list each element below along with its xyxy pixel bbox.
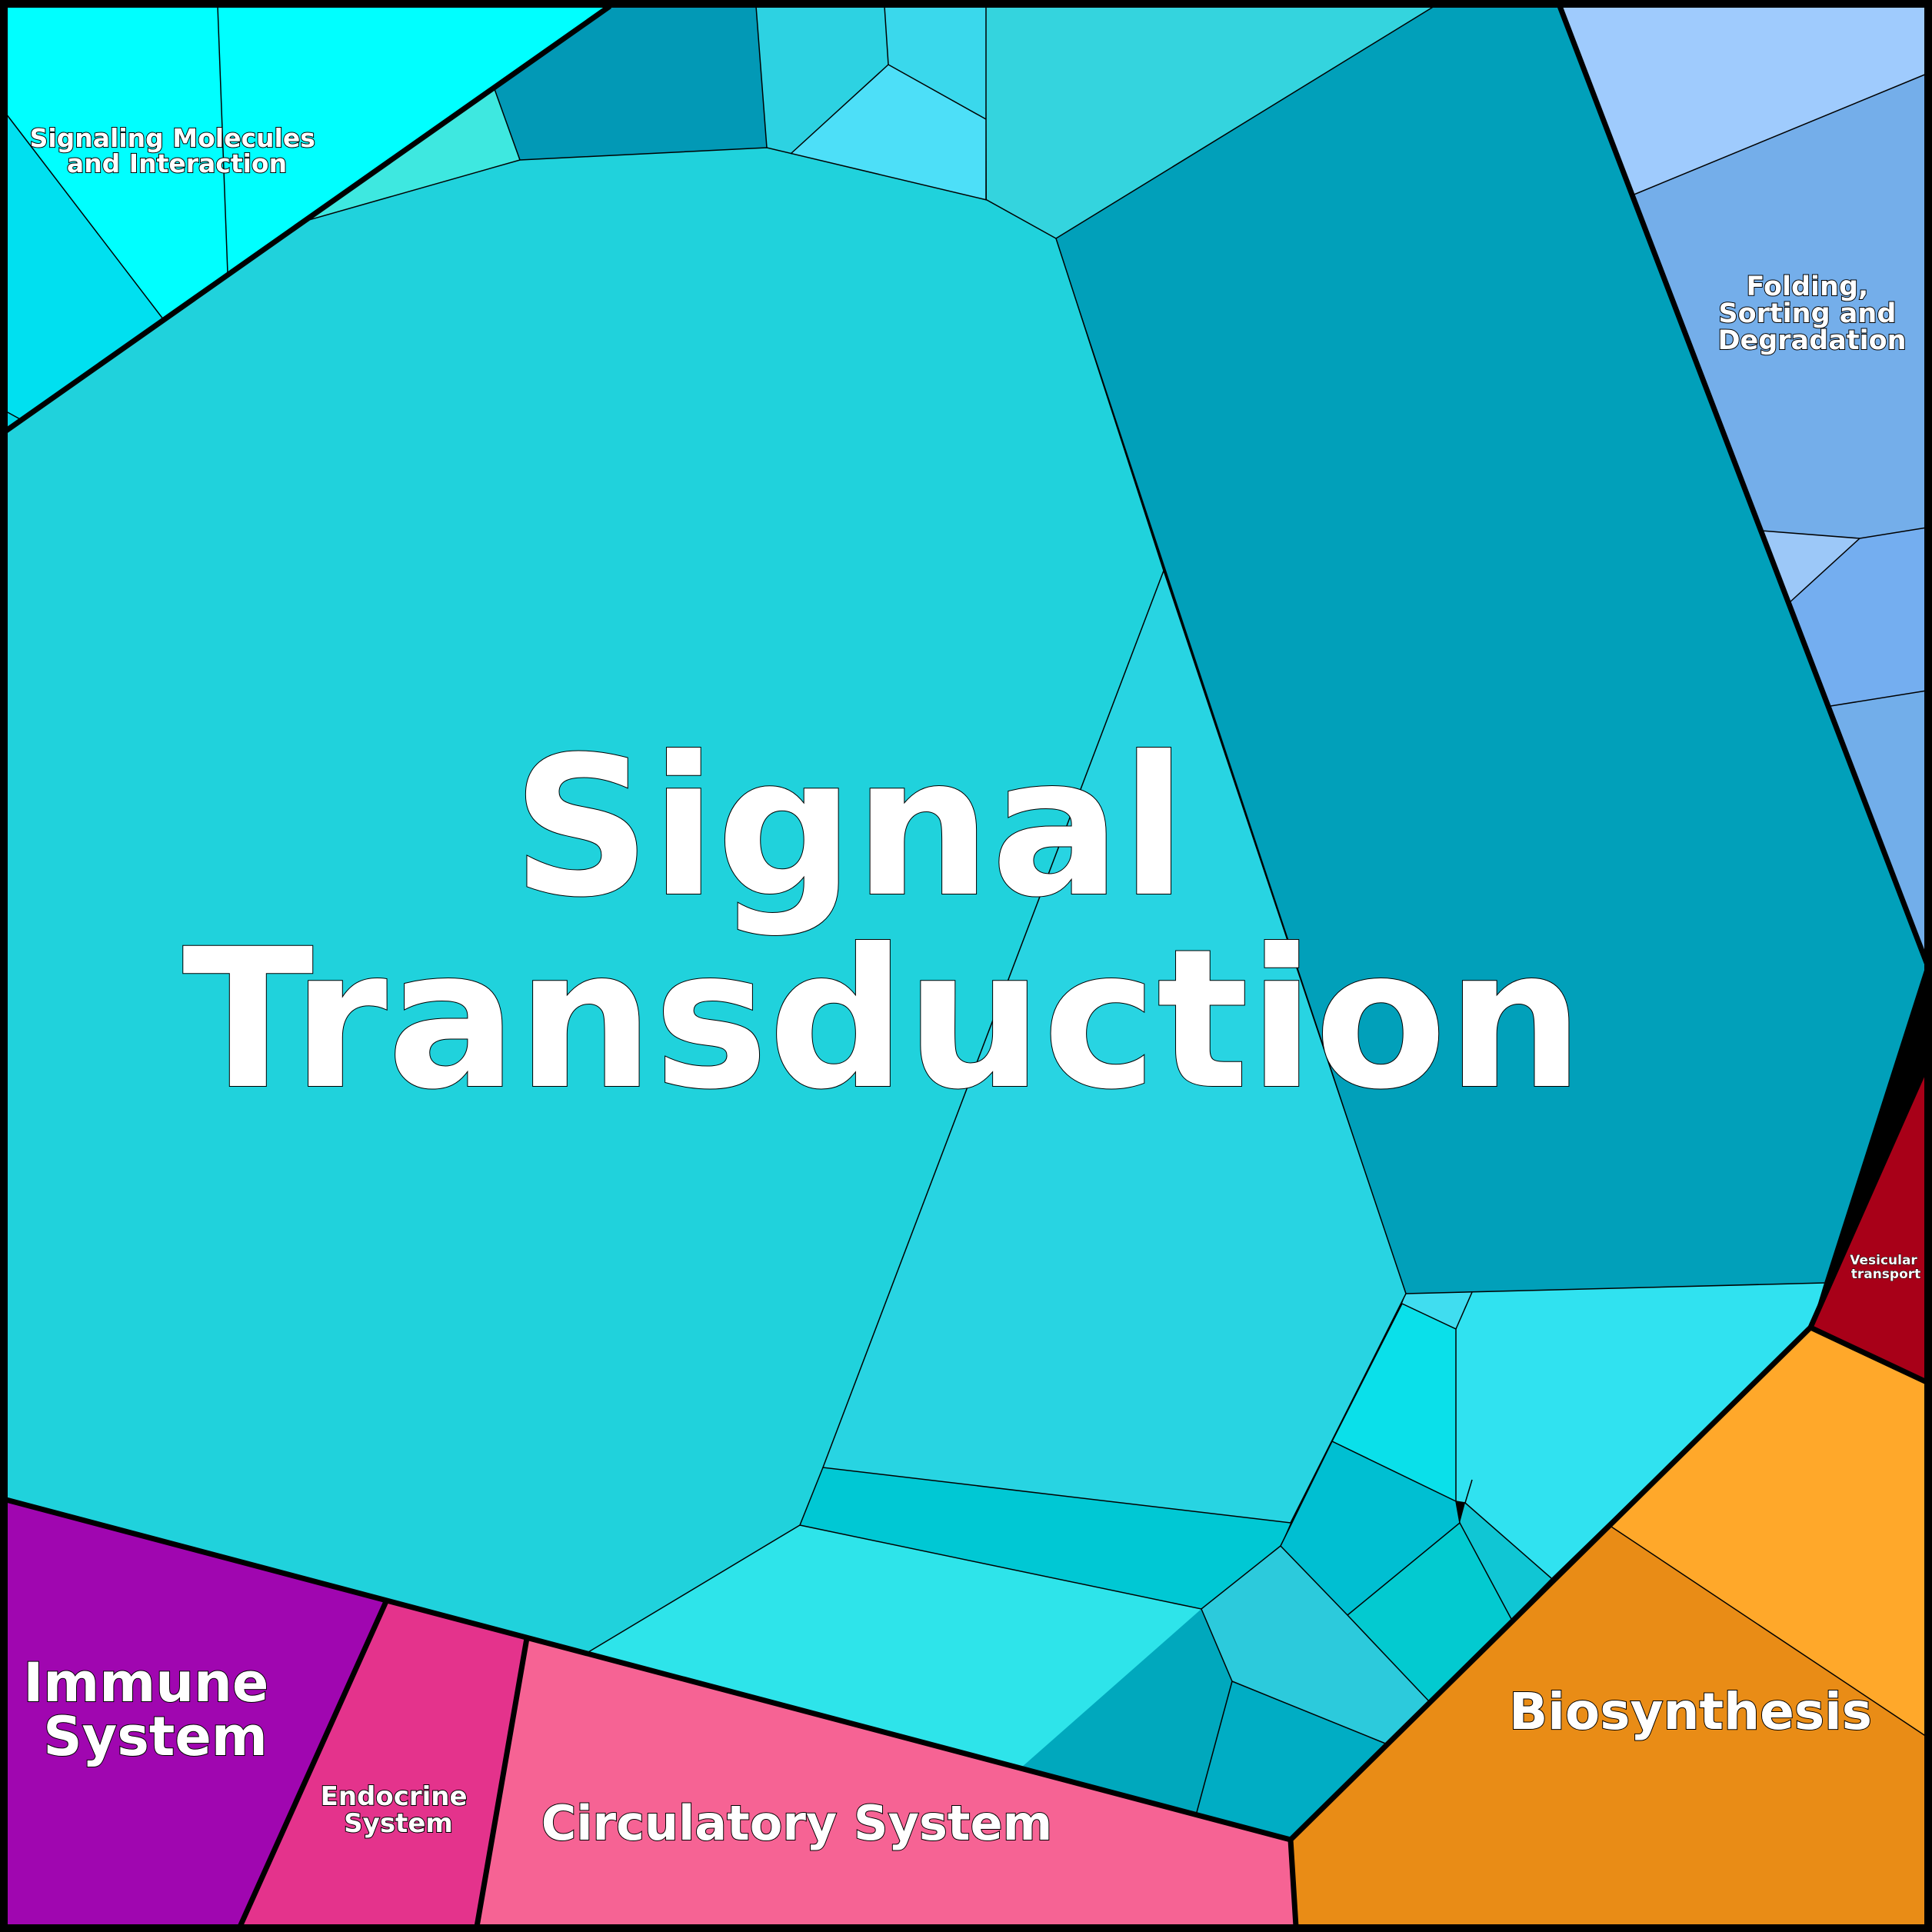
label-vesicular-transport-line-1: Vesicular (1850, 1253, 1917, 1268)
cell-signal-bottom-d (1201, 1546, 1429, 1744)
region-signal-transduction (6, 6, 1927, 1840)
cell-signal-bottom-dark (1021, 1609, 1232, 1815)
cell-folding-main (1632, 74, 1927, 538)
label-immune-system-line-1: Immune (23, 1651, 268, 1714)
cell-folding-top (1560, 6, 1927, 195)
cell-signal-top-a (756, 6, 888, 154)
cell-signal-right-c (1460, 1503, 1551, 1619)
label-folding-sorting-line-2: Sorting and (1718, 298, 1896, 329)
cell-signal-bottom-wide (588, 1525, 1232, 1767)
cell-signal-band (800, 1467, 1291, 1609)
label-circulatory-system: Circulatory System (541, 1795, 1052, 1851)
cell-biosynthesis-right (1611, 1327, 1927, 1737)
cell-signal-right-d (1332, 1304, 1456, 1501)
labels: Signal Transduction Signaling Molecules … (22, 122, 1922, 1852)
label-signaling-molecules: Signaling Molecules and Interaction (30, 123, 325, 178)
cell-signaling-left (6, 114, 164, 420)
region-circulatory-system (477, 1638, 1296, 1927)
cell-signal-right-a (1281, 1441, 1460, 1615)
inner-cell-lines (5, 5, 1927, 1816)
label-signal-transduction-line-1: Signal (512, 715, 1187, 939)
label-signaling-molecules-line-2: and Interaction (67, 148, 287, 178)
label-signal-transduction-line-2: Transduction (182, 908, 1584, 1131)
label-signal-transduction: Signal Transduction (182, 715, 1584, 1131)
label-vesicular-transport-line-2: transport (1851, 1267, 1921, 1282)
cell-signal-right-b (1347, 1523, 1511, 1701)
cell-signal-top-c (791, 65, 986, 200)
region-biosynthesis (1291, 1327, 1927, 1927)
region-vesicular-transport (1810, 1065, 1927, 1382)
region-immune-system (6, 1500, 387, 1927)
label-endocrine-system-line-1: Endocrine (321, 1781, 468, 1812)
cell-signal-top-dark (495, 6, 767, 160)
cell-folding-small (1761, 531, 1860, 603)
label-vesicular-transport: Vesicular transport (1850, 1253, 1922, 1282)
cell-signal-deep (1056, 6, 1927, 1294)
cell-signal-bottom-c (1196, 1681, 1387, 1840)
region-endocrine-system (240, 1600, 527, 1927)
region-signaling-molecules (6, 6, 610, 431)
label-folding-sorting: Folding, Sorting and Degradation (1717, 271, 1906, 356)
cell-signal-right-f (1402, 1292, 1472, 1329)
cell-signal-top-b (884, 6, 986, 119)
label-signaling-molecules-line-1: Signaling Molecules (30, 123, 315, 153)
cell-biosynthesis-main (1291, 1527, 1927, 1927)
cell-signal-sliver (306, 89, 520, 221)
region-folding-sorting (1560, 6, 1927, 963)
cell-signal-right-e (1456, 1283, 1824, 1578)
cell-signal-mid (823, 571, 1406, 1523)
label-immune-system: Immune System (23, 1651, 287, 1768)
label-folding-sorting-line-3: Degradation (1717, 325, 1906, 356)
label-biosynthesis: Biosynthesis (1509, 1682, 1872, 1741)
cell-signal-top-right (986, 6, 1434, 238)
label-endocrine-system-line-2: System (344, 1808, 453, 1839)
cell-signal-main (6, 148, 1164, 1652)
cell-signaling-main (6, 6, 610, 320)
region-borders (4, 4, 1930, 1928)
label-endocrine-system: Endocrine System (321, 1781, 477, 1839)
label-folding-sorting-line-1: Folding, (1746, 271, 1868, 302)
label-immune-system-line-2: System (43, 1705, 268, 1768)
